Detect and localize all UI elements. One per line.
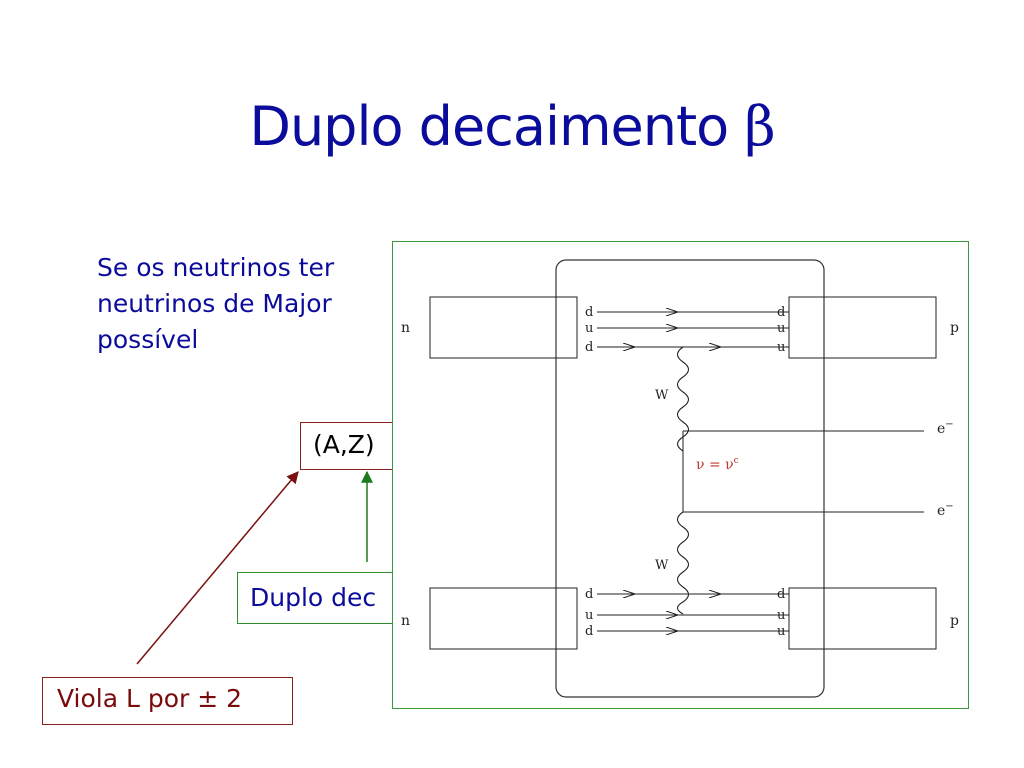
paragraph-line: possível — [97, 325, 199, 354]
w-label-bottom: W — [655, 558, 669, 573]
quark-label: d — [585, 624, 593, 639]
az-box: (A,Z) — [300, 422, 410, 470]
quark-label: u — [585, 321, 593, 336]
duplo-box: Duplo dec — [237, 572, 407, 624]
paragraph-line: neutrinos de Major — [97, 289, 332, 318]
quark-label: d — [585, 305, 593, 320]
quark-label: d — [777, 587, 785, 602]
beta-symbol: β — [744, 95, 775, 158]
quark-label: d — [585, 587, 593, 602]
label-p-bottom: p — [950, 613, 959, 629]
quark-label: u — [777, 340, 785, 355]
red-arrow — [136, 471, 299, 665]
quark-label: u — [585, 608, 593, 623]
feynman-diagram: n p n p d u d d u u d u d d u u — [392, 241, 969, 709]
w-label-top: W — [655, 388, 669, 403]
majorana-neutrino-label: ν = νc — [696, 456, 739, 473]
quark-label: u — [777, 608, 785, 623]
electron-label-top: e− — [937, 419, 954, 437]
w-boson-top — [676, 346, 690, 452]
paragraph-line: Se os neutrinos ter — [97, 253, 335, 282]
quark-label: d — [777, 305, 785, 320]
electron-label-bottom: e− — [937, 501, 954, 519]
label-n-bottom: n — [401, 613, 410, 629]
quark-label: d — [585, 340, 593, 355]
label-p-top: p — [950, 320, 959, 336]
neutron-box-top — [429, 296, 578, 359]
quark-label: u — [777, 321, 785, 336]
body-paragraph: Se os neutrinos ter neutrinos de Major p… — [97, 250, 597, 358]
label-n-top: n — [401, 320, 410, 336]
proton-box-top — [788, 296, 937, 359]
interaction-frame — [555, 259, 825, 698]
viola-box: Viola L por ± 2 — [42, 677, 293, 725]
proton-box-bottom — [788, 587, 937, 650]
slide-title: Duplo decaimento β — [249, 95, 775, 158]
neutron-box-bottom — [429, 587, 578, 650]
w-boson-bottom — [676, 511, 690, 615]
quark-label: u — [777, 624, 785, 639]
